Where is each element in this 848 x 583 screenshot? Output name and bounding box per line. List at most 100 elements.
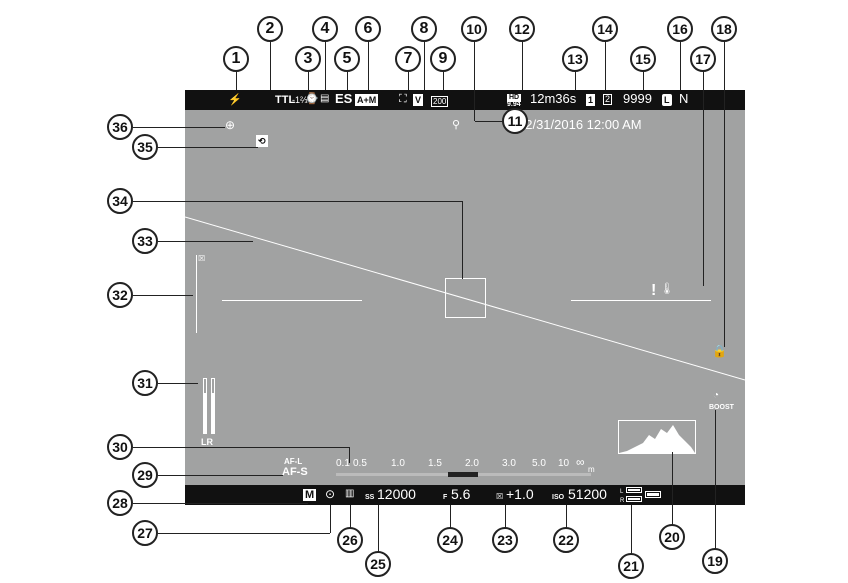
leader-line [378,505,379,553]
stabilizer-icon: ⟲ [256,135,268,147]
leader-line [368,37,369,90]
callout-17: 17 [690,46,716,72]
callout-23: 23 [492,527,518,553]
flash-mode: TTL [275,94,296,106]
callout-14: 14 [592,16,618,42]
temperature-warning-icon: ! [651,282,657,299]
leader-line [325,37,326,90]
guide-line-left [222,300,362,301]
film-simulation-icon: ⛶ [399,93,407,105]
battery-left-icon [626,487,642,493]
audio-channel-label: LR [201,437,213,447]
leader-line [424,37,425,90]
guide-line-right [571,300,711,301]
distance-tick: 3.0 [502,458,516,469]
bottom-status-bar: M ⊙ ▥ SS 12000 F 5.6 ☒ +1.0 ISO 51200 L … [185,485,745,505]
card-slot-2: 2 [603,94,613,105]
leader-line [575,64,576,90]
callout-27: 27 [132,520,158,546]
leader-line [715,410,716,550]
af-lock-label: AF-L [284,457,303,466]
shooting-mode: M [303,489,317,501]
flash-icon: ⚡ [228,94,242,106]
callout-1: 1 [223,46,249,72]
image-size: L [662,94,672,106]
aperture-value: 5.6 [451,486,471,502]
callout-26: 26 [337,527,363,553]
leader-line [330,505,331,533]
boost-icon: ◔ [713,390,720,401]
leader-line [133,127,225,128]
callout-19: 19 [702,548,728,574]
metering-icon: ⊙ [325,487,336,501]
audio-level-right [211,378,215,434]
callout-16: 16 [667,16,693,42]
shutter-type: ES [335,91,353,106]
distance-tick: ∞ [576,455,585,469]
audio-level-left [203,378,207,434]
movie-fps: 9.94 [507,101,521,108]
viewfinder-display: ⚡ TTL -1⅔ ⌚ ▤ ES A+M ⛶ V 200 HD 9.94 12m… [185,90,745,505]
battery-left-label: L [620,489,624,495]
record-time: 12m36s [530,91,577,106]
callout-30: 30 [107,434,133,460]
leader-line [158,475,283,476]
callout-18: 18 [711,16,737,42]
callout-13: 13 [562,46,588,72]
callout-3: 3 [295,46,321,72]
callout-36: 36 [107,114,133,140]
callout-9: 9 [430,46,456,72]
leader-line [158,241,253,242]
leader-line [672,452,673,526]
leader-line [347,64,348,90]
auto-mode-badge: A+M [355,94,379,106]
callout-8: 8 [411,16,437,42]
focus-check-icon: ⊕ [225,118,236,132]
self-timer-icon: ⌚ [305,93,319,105]
leader-line [158,533,330,534]
horizon-line [185,216,745,381]
focus-frame [445,278,486,318]
control-lock-icon: 🔒 [712,344,727,358]
dynamic-range-badge: V [413,94,424,106]
depth-of-field-indicator [448,472,478,477]
leader-line [133,503,308,504]
leader-line [450,505,451,529]
leader-line [308,64,309,90]
callout-7: 7 [395,46,421,72]
leader-line [605,37,606,90]
leader-line [443,64,444,90]
callout-33: 33 [132,228,158,254]
leader-line [643,64,644,90]
leader-line [522,37,523,90]
top-status-bar: ⚡ TTL -1⅔ ⌚ ▤ ES A+M ⛶ V 200 HD 9.94 12m… [185,90,745,110]
battery-right-icon [626,496,642,502]
leader-line [133,201,463,202]
iso-value: 51200 [568,486,607,502]
frames-remaining: 9999 [623,91,652,106]
distance-tick: 2.0 [465,458,479,469]
card-slot-1: 1 [586,94,596,106]
callout-35: 35 [132,134,158,160]
callout-25: 25 [365,551,391,577]
leader-line [349,447,350,463]
shutter-speed-label: SS [365,494,375,501]
battery-grip-icon [645,491,661,498]
leader-line [408,64,409,90]
leader-line [133,447,349,448]
leader-line [505,505,506,529]
battery-right-label: R [620,498,625,504]
callout-28: 28 [107,490,133,516]
leader-line [724,37,725,347]
location-data-icon: ⚲ [452,119,461,131]
distance-tick: 10 [558,458,570,469]
exposure-compensation: +1.0 [506,486,534,502]
iso-label: ISO [552,494,565,501]
distance-tick: 5.0 [532,458,546,469]
callout-15: 15 [630,46,656,72]
image-quality: N [679,91,689,106]
leader-line [703,64,704,286]
distance-tick: 0.1 [336,458,350,469]
exposure-indicator-icon: ☒ [198,254,206,263]
callout-32: 32 [107,282,133,308]
